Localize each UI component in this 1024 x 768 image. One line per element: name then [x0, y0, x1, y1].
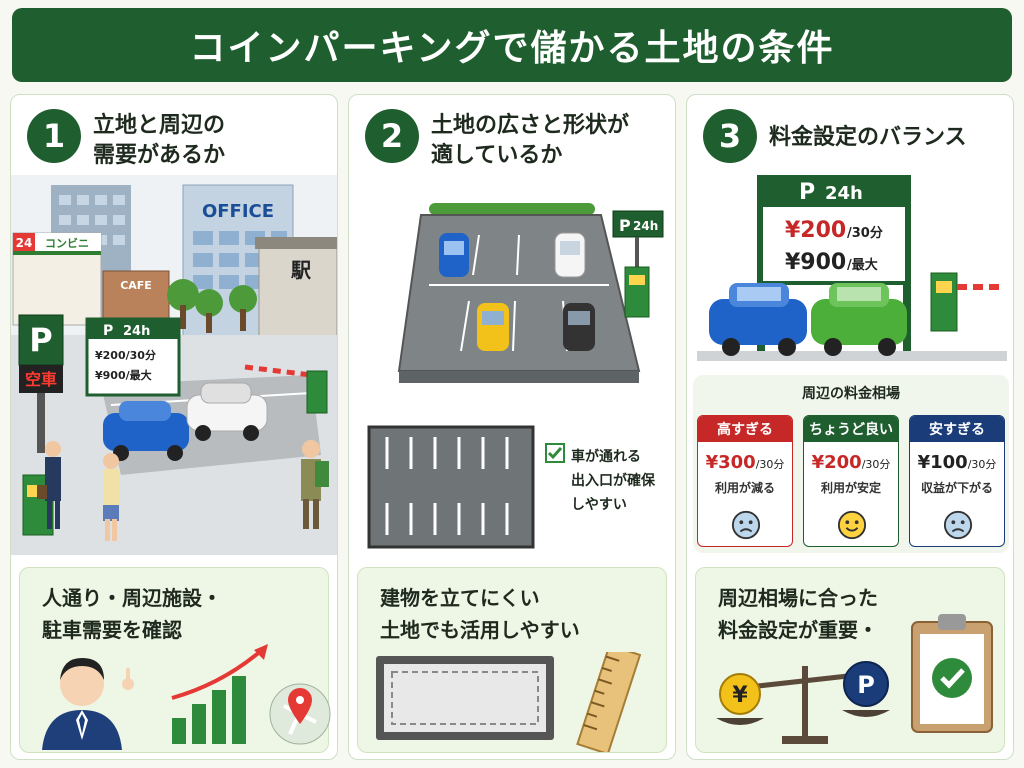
- svg-text:24: 24: [16, 236, 33, 250]
- section-heading: 料金設定のバランス: [769, 125, 967, 150]
- tip-illustration: [376, 652, 642, 752]
- black-car-icon: [563, 303, 595, 351]
- svg-text:¥: ¥: [732, 683, 748, 708]
- yellow-car-icon: [477, 303, 509, 351]
- section-heading: 土地の広さと形状が 適しているか: [431, 113, 630, 168]
- parking-lot-illustration: P 24h: [397, 203, 664, 383]
- section-number: 2: [365, 109, 419, 163]
- land-plot-icon: [376, 656, 554, 740]
- svg-text:P: P: [857, 671, 875, 699]
- person-icon: [103, 453, 119, 541]
- svg-text:/最大: /最大: [847, 257, 878, 273]
- svg-text:¥200/30分: ¥200/30分: [95, 348, 156, 362]
- check-item-entrance: 車が通れる 出入口が確保 しやすい: [571, 449, 655, 513]
- clipboard-check-icon: [911, 614, 993, 733]
- svg-text:P: P: [103, 323, 113, 339]
- green-car-icon: [811, 283, 907, 356]
- section-land-shape: 2 土地の広さと形状が 適しているか P 24h: [348, 94, 676, 760]
- svg-text:¥900/最大: ¥900/最大: [95, 368, 152, 382]
- svg-text:¥900: ¥900: [785, 250, 846, 275]
- svg-text:24h: 24h: [825, 183, 863, 204]
- sad-face-icon: [731, 510, 761, 540]
- tree-icon: [167, 279, 257, 333]
- pricing-board-illustration: P 24h ¥200 /30分 ¥900 /最大: [697, 175, 1007, 361]
- svg-text:/30分: /30分: [847, 225, 883, 241]
- checkbox-checked-icon: [545, 443, 565, 463]
- vacancy-label: 空車: [25, 370, 57, 389]
- tip-box: 周辺相場に合った 料金設定が重要・ ¥ P: [695, 567, 1005, 753]
- svg-text:CAFE: CAFE: [120, 279, 152, 292]
- tip-illustration: [42, 644, 331, 750]
- parking-coin-icon: [843, 661, 889, 707]
- tip-box: 人通り・周辺施設・ 駐車需要を確認: [19, 567, 331, 753]
- town-scene-illustration: OFFICE 駅 24 コンビニ CAFE: [11, 175, 337, 555]
- parking-sign-icon: [18, 314, 64, 366]
- blue-car-icon: [709, 283, 807, 356]
- tip-illustration: ¥ P: [716, 614, 993, 744]
- page-title: コインパーキングで儲かる土地の条件: [189, 28, 835, 69]
- section-number: 1: [27, 109, 81, 163]
- section-number: 3: [703, 109, 757, 163]
- businessman-icon: [42, 658, 134, 750]
- market-price-panel: 周辺の料金相場 高すぎる ¥300/30分 利用が減る ちょうど良い ¥200/…: [693, 375, 1009, 553]
- gate-bar-icon: [244, 364, 312, 378]
- tip-box: 建物を立てにくい 土地でも活用しやすい: [357, 567, 667, 753]
- white-car-icon: [186, 382, 268, 441]
- white-car-icon: [554, 232, 586, 278]
- title-banner: コインパーキングで儲かる土地の条件: [12, 8, 1012, 82]
- section-location: 1 立地と周辺の 需要があるか OFFICE 駅 24 コンビニ: [10, 94, 338, 760]
- svg-text:P: P: [619, 216, 631, 235]
- price-card-too-low: 安すぎる ¥100/30分 収益が下がる: [909, 415, 1005, 547]
- sad-face-icon: [943, 510, 973, 540]
- balance-scale-icon: ¥ P: [716, 661, 890, 744]
- section-pricing: 3 料金設定のバランス P 24h ¥200 /30分 ¥900 /最大: [686, 94, 1014, 760]
- svg-text:24h: 24h: [123, 324, 150, 339]
- pay-machine-icon: [624, 266, 650, 318]
- svg-text:¥200: ¥200: [785, 218, 846, 243]
- price-card-just-right: ちょうど良い ¥200/30分 利用が安定: [803, 415, 899, 547]
- map-pin-icon: [269, 683, 331, 745]
- person-icon: [301, 440, 329, 529]
- lot-top-view-icon: [367, 425, 535, 549]
- ruler-icon: [576, 652, 642, 752]
- blue-car-icon: [439, 233, 469, 277]
- station-label: 駅: [290, 258, 311, 282]
- parking-sign-icon: [612, 210, 664, 238]
- svg-text:P: P: [29, 321, 52, 359]
- yen-coin-icon: [719, 673, 761, 715]
- gate-machine-icon: [306, 370, 328, 414]
- svg-text:24h: 24h: [633, 219, 658, 233]
- price-card-too-high: 高すぎる ¥300/30分 利用が減る: [697, 415, 793, 547]
- station-building-icon: [258, 242, 337, 344]
- svg-text:P: P: [799, 180, 815, 205]
- growth-chart-icon: [171, 644, 268, 744]
- happy-face-icon: [837, 510, 867, 540]
- svg-text:コンビニ: コンビニ: [45, 236, 89, 250]
- section-heading: 立地と周辺の 需要があるか: [93, 113, 226, 168]
- blue-car-icon: [103, 401, 189, 461]
- person-icon: [37, 441, 61, 529]
- office-label: OFFICE: [202, 201, 274, 222]
